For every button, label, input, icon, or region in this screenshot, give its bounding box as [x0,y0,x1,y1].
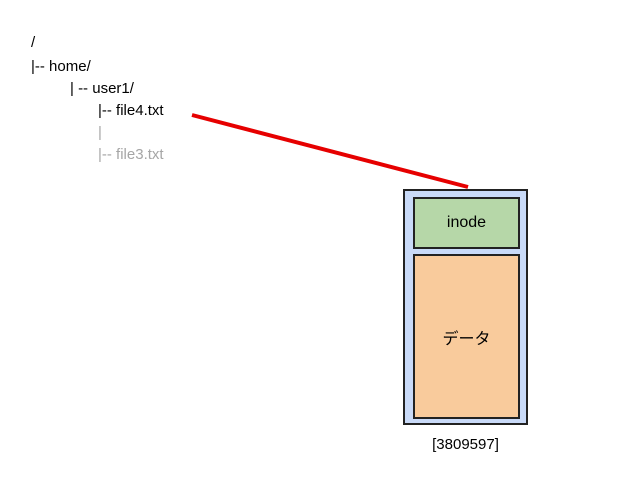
block-number: [3809597] [432,436,499,453]
inode-label: inode [446,214,487,231]
tree-user1-dir: | -- user1/ [70,80,134,97]
tree-pipe-faded: | [98,124,102,141]
tree-file4: |-- file4.txt [98,102,164,119]
tree-home-dir: |-- home/ [31,58,91,75]
inode-box: inode [413,197,520,249]
data-box: データ [413,254,520,419]
tree-file3-faded: |-- file3.txt [98,146,164,163]
tree-root: / [31,34,36,51]
link-line [191,113,469,189]
data-label: データ [442,328,491,348]
disk-block: inode データ [403,189,528,425]
